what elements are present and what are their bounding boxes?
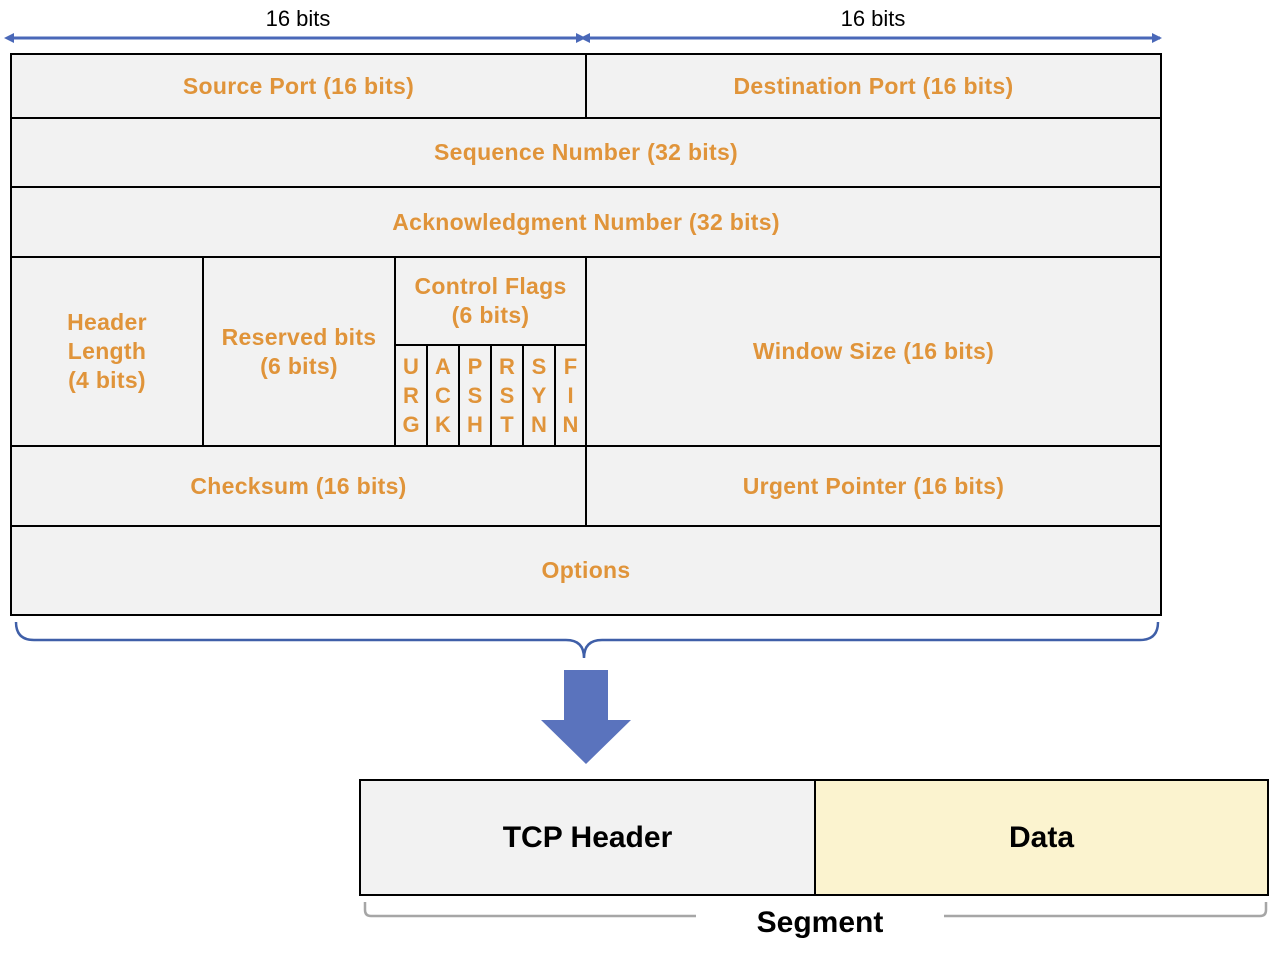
control-flags-line-1: Control Flags	[414, 273, 567, 299]
bit-width-arrows	[4, 33, 1162, 43]
left-bits-label: 16 bits	[265, 6, 331, 31]
segment-bracket	[363, 902, 1268, 918]
tcp-header-table: Source Port (16 bits) Destination Port (…	[10, 53, 1162, 616]
acknowledgment-number-field: Acknowledgment Number (32 bits)	[12, 188, 1162, 258]
header-length-field: Header Length (4 bits)	[12, 258, 204, 447]
tcp-header-box: TCP Header	[359, 779, 816, 896]
reserved-bits-line-1: Reserved bits	[221, 323, 377, 350]
checksum-field: Checksum (16 bits)	[12, 447, 587, 527]
segment-bracket-left	[363, 902, 696, 918]
header-length-line-3: (4 bits)	[68, 367, 146, 393]
right-bits-label: 16 bits	[840, 6, 906, 31]
header-brace	[14, 621, 1160, 764]
down-arrow-icon	[541, 670, 631, 764]
header-brace-line	[14, 621, 1160, 659]
control-flags-field: Control Flags (6 bits)	[396, 258, 587, 346]
reserved-bits-line-2: (6 bits)	[260, 352, 338, 379]
header-length-line-2: Length	[67, 338, 147, 364]
segment-label: Segment	[756, 906, 884, 939]
source-port-field: Source Port (16 bits)	[12, 55, 587, 119]
header-length-line-1: Header	[67, 309, 147, 335]
reserved-bits-field: Reserved bits (6 bits)	[204, 258, 396, 447]
urgent-pointer-field: Urgent Pointer (16 bits)	[587, 447, 1162, 527]
sequence-number-field: Sequence Number (32 bits)	[12, 119, 1162, 188]
data-box: Data	[814, 779, 1269, 896]
window-size-field: Window Size (16 bits)	[587, 258, 1162, 447]
destination-port-field: Destination Port (16 bits)	[587, 55, 1162, 119]
control-flags-line-2: (6 bits)	[451, 302, 530, 328]
options-field: Options	[12, 527, 1162, 616]
segment-bracket-right	[944, 902, 1268, 918]
